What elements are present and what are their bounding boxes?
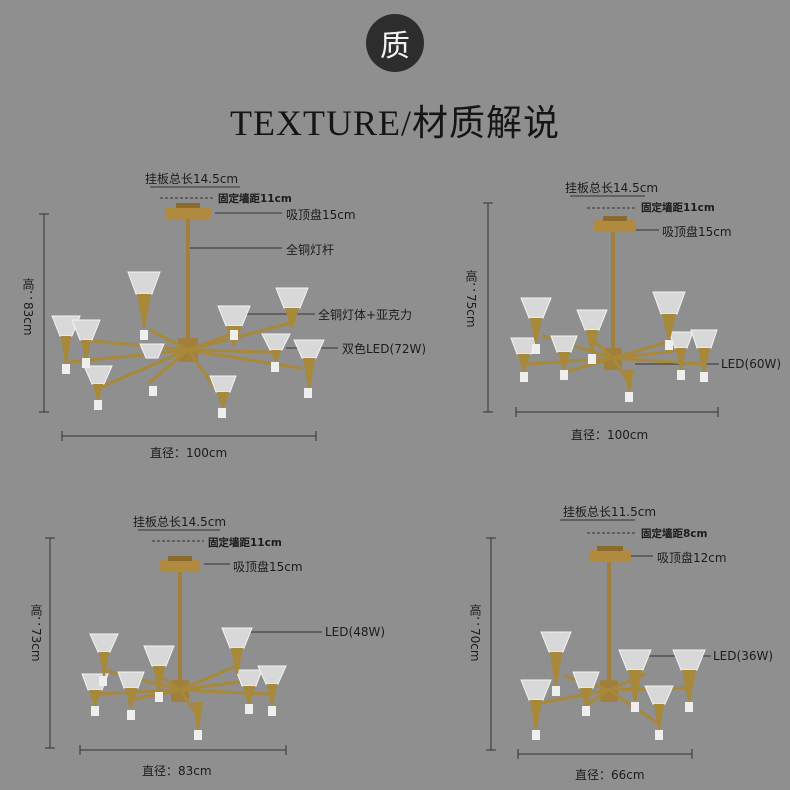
chandelier-drawing (486, 519, 711, 759)
canopy-label: 吸顶盘15cm (662, 225, 732, 239)
wall-distance-label: 固定墙距11cm (208, 537, 282, 549)
diameter-label: 直径：100cm (150, 446, 228, 460)
wall-distance-label: 固定墙距11cm (218, 193, 292, 205)
diameter-label: 直径：66cm (575, 768, 645, 782)
page-title: TEXTURE/材质解说 (230, 103, 560, 143)
led-label: LED(36W) (713, 649, 774, 663)
height-label: 高：73cm (29, 604, 43, 662)
chandelier-drawing (483, 195, 719, 417)
height-label: 高：75cm (464, 270, 478, 328)
product-spec-60w: 挂板总长14.5cm 固定墙距11cm 吸顶盘15cm LED(60W) 高：7… (395, 0, 790, 470)
led-label: LED(60W) (721, 357, 782, 371)
plate-length-label: 挂板总长14.5cm (133, 515, 227, 529)
height-label: 高：83cm (21, 278, 35, 336)
body-material-label: 全铜灯体+亚克力 (318, 308, 413, 322)
plate-length-label: 挂板总长14.5cm (145, 172, 239, 186)
diameter-label: 直径：83cm (142, 764, 212, 778)
product-spec-72w: 挂板总长14.5cm 固定墙距11cm 吸顶盘15cm 全铜灯杆 全铜灯体+亚克… (0, 0, 426, 470)
led-label: 双色LED(72W) (342, 342, 427, 356)
material-badge: 质 (366, 14, 424, 72)
wall-distance-label: 固定墙距11cm (641, 202, 715, 214)
product-spec-36w: 挂板总长11.5cm 固定墙距8cm 吸顶盘12cm LED(36W) 高：70… (395, 480, 790, 790)
chandelier-drawing (39, 186, 338, 441)
plate-length-label: 挂板总长14.5cm (565, 181, 659, 195)
plate-length-label: 挂板总长11.5cm (563, 505, 657, 519)
canopy-label: 吸顶盘12cm (657, 551, 727, 565)
wall-distance-label: 固定墙距8cm (641, 528, 708, 540)
diameter-label: 直径：100cm (571, 428, 649, 442)
canopy-label: 吸顶盘15cm (233, 560, 303, 574)
product-spec-48w: 挂板总长14.5cm 固定墙距11cm 吸顶盘15cm LED(48W) 高：7… (0, 480, 395, 790)
canopy-label: 吸顶盘15cm (286, 208, 356, 222)
led-label: LED(48W) (325, 625, 386, 639)
height-label: 高：70cm (468, 604, 482, 662)
chandelier-drawing (45, 529, 322, 755)
rod-label: 全铜灯杆 (286, 243, 335, 257)
